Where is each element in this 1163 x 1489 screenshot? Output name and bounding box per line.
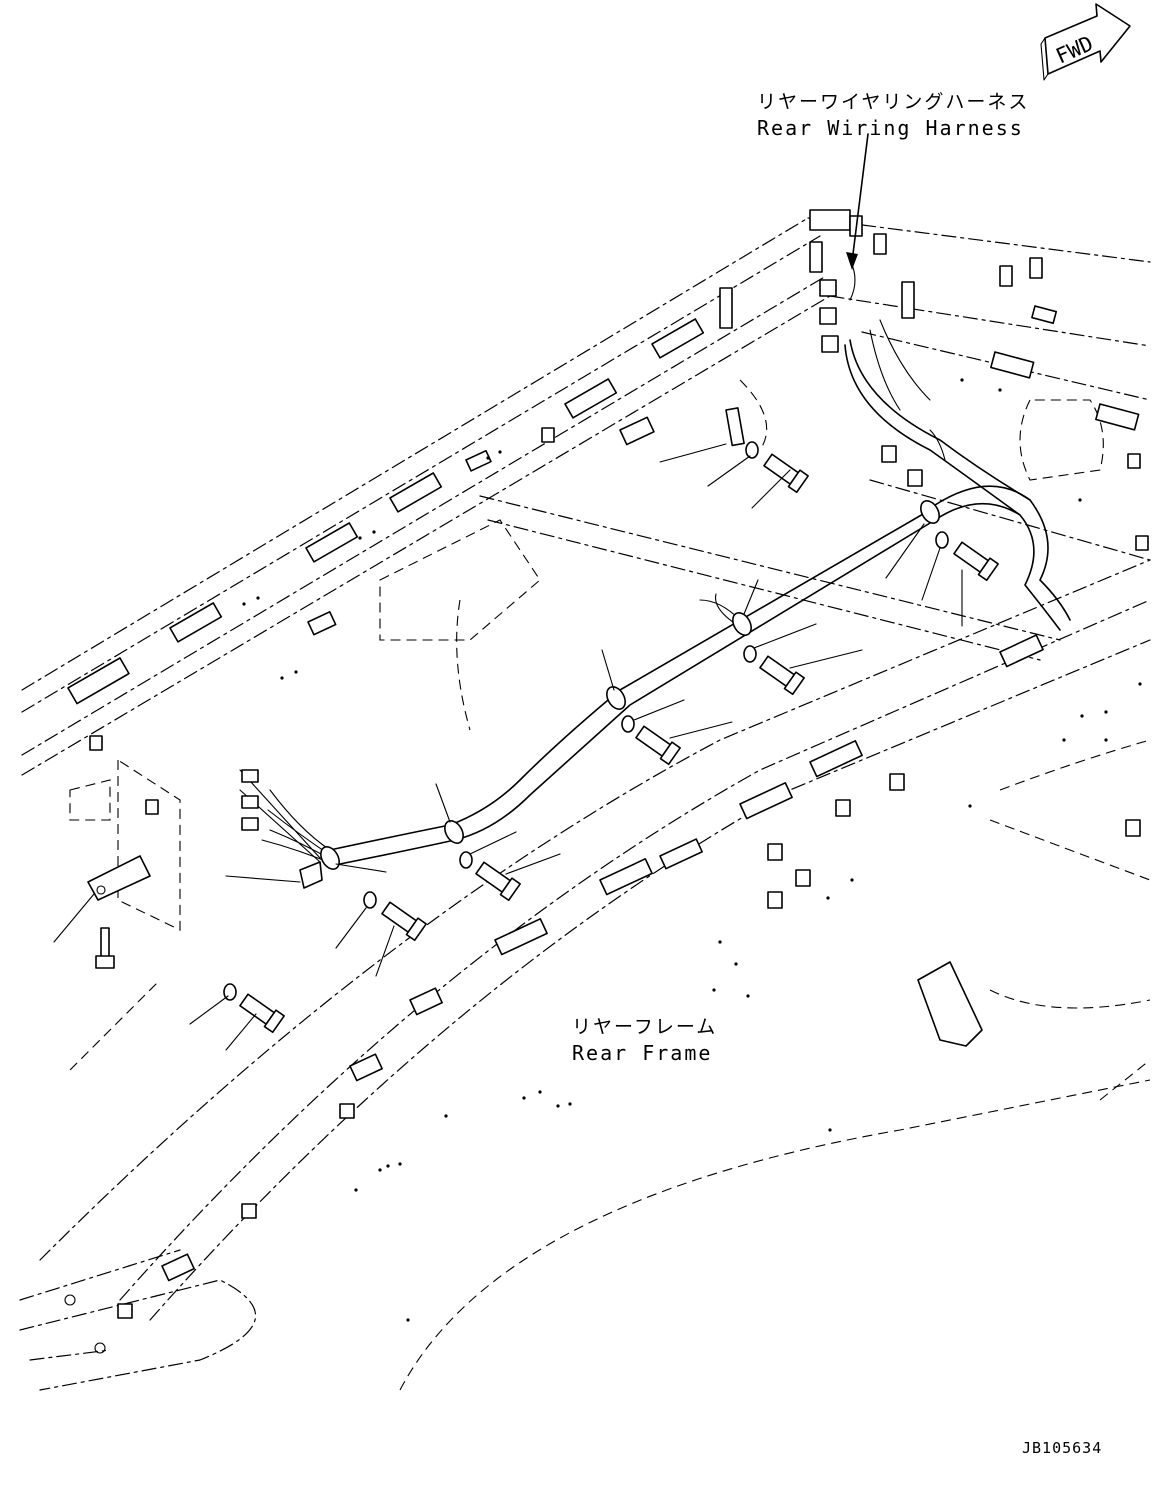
- leader-lines: [53, 133, 963, 1051]
- rear-frame-label: Rear Frame: [572, 1041, 713, 1065]
- frame-outline: [19, 217, 1151, 1391]
- rear-frame-label-jp: リヤーフレーム: [572, 1016, 718, 1038]
- rear-wiring-harness-label: Rear Wiring Harness: [757, 116, 1024, 140]
- frame-bosses: [64, 215, 1149, 1354]
- drawing-code: JB105634: [1022, 1439, 1103, 1457]
- bracket-block: [917, 961, 983, 1047]
- rear-wiring-harness-label-jp: リヤーワイヤリングハーネス: [757, 91, 1030, 113]
- frame-pads: [67, 209, 1140, 1282]
- frame-holes: [242, 378, 1142, 1322]
- fwd-arrow-icon: FWD: [1040, 3, 1131, 81]
- bolts-and-washers: [95, 441, 999, 1034]
- rear-wiring-harness: [87, 259, 1071, 901]
